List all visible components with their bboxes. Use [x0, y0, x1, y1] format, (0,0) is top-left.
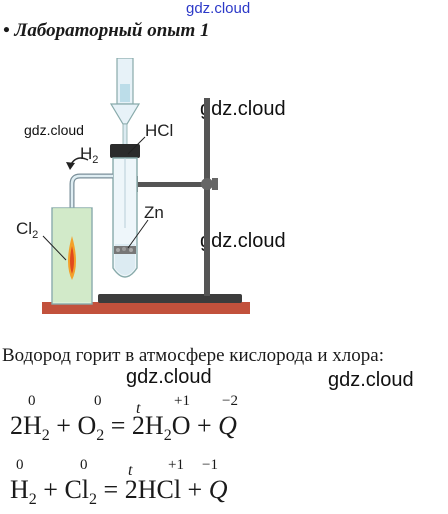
label-zn: Zn: [144, 203, 164, 222]
equation-line: H2 + Cl2 = 2HCl + Q: [10, 475, 228, 509]
watermark: gdz.cloud: [200, 98, 286, 120]
stopper: [110, 144, 140, 158]
temperature-label: t: [136, 400, 141, 417]
zn-leader: [127, 219, 149, 249]
watermark-top: gdz.cloud: [186, 0, 251, 17]
ox-state: +1: [174, 393, 190, 409]
table-top: [42, 302, 250, 314]
watermark: gdz.cloud: [328, 369, 414, 391]
apparatus-illustration: HCl H2 Cl2 Zn: [16, 58, 250, 314]
temperature-label: t: [128, 462, 133, 479]
ox-state: 0: [16, 457, 24, 473]
equation-line: 2H2 + O2 = 2H2O + Q: [10, 411, 237, 445]
ox-state: 0: [28, 393, 36, 409]
ox-state: +1: [168, 457, 184, 473]
cl2-leader: [42, 235, 67, 261]
funnel-cone: [109, 103, 141, 125]
label-cl2: Cl2: [16, 219, 38, 241]
description-text: Водород горит в атмосфере кислорода и хл…: [2, 345, 384, 366]
watermark: gdz.cloud: [24, 122, 84, 138]
ox-state: −1: [202, 457, 218, 473]
hcl-leader: [127, 136, 146, 155]
watermark: gdz.cloud: [200, 230, 286, 252]
clamp-arm: [138, 182, 208, 187]
watermark: gdz.cloud: [126, 366, 212, 388]
label-h2: H2: [80, 144, 98, 166]
page-heading: • Лабораторный опыт 1: [3, 20, 210, 41]
stand-rod: [204, 98, 210, 296]
ox-state: −2: [222, 393, 238, 409]
label-hcl: HCl: [145, 121, 173, 140]
ox-state: 0: [94, 393, 102, 409]
stand-base: [98, 294, 242, 303]
clamp-knob: [201, 178, 213, 190]
ox-state: 0: [80, 457, 88, 473]
